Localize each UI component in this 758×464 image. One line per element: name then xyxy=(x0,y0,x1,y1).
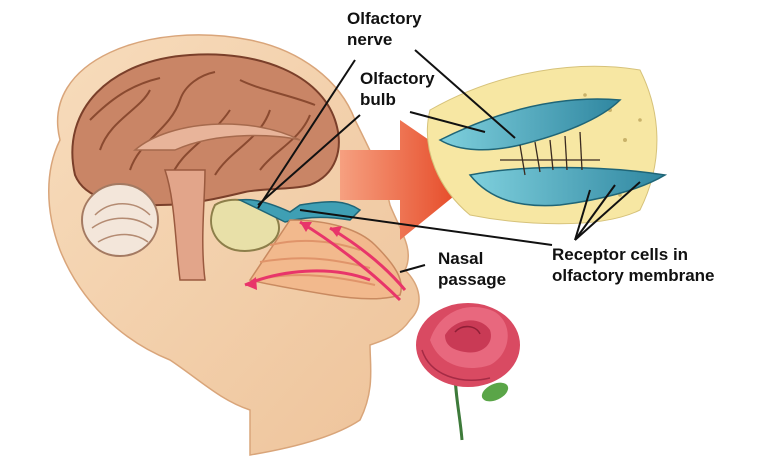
label-olfactory-nerve: Olfactory nerve xyxy=(347,8,422,50)
rose-flower xyxy=(416,303,520,440)
cerebellum xyxy=(82,184,158,256)
label-olfactory-nerve-line2: nerve xyxy=(347,29,422,50)
label-olfactory-bulb: Olfactory bulb xyxy=(360,68,435,110)
label-olfactory-bulb-line1: Olfactory xyxy=(360,68,435,89)
label-receptor-cells-line2: olfactory membrane xyxy=(552,265,715,286)
label-receptor-cells-line1: Receptor cells in xyxy=(552,244,715,265)
inset-enlarged-view xyxy=(427,66,665,223)
label-nasal-passage-line1: Nasal xyxy=(438,248,506,269)
label-olfactory-nerve-line1: Olfactory xyxy=(347,8,422,29)
label-nasal-passage: Nasal passage xyxy=(438,248,506,290)
label-receptor-cells: Receptor cells in olfactory membrane xyxy=(552,244,715,286)
label-nasal-passage-line2: passage xyxy=(438,269,506,290)
label-olfactory-bulb-line2: bulb xyxy=(360,89,435,110)
